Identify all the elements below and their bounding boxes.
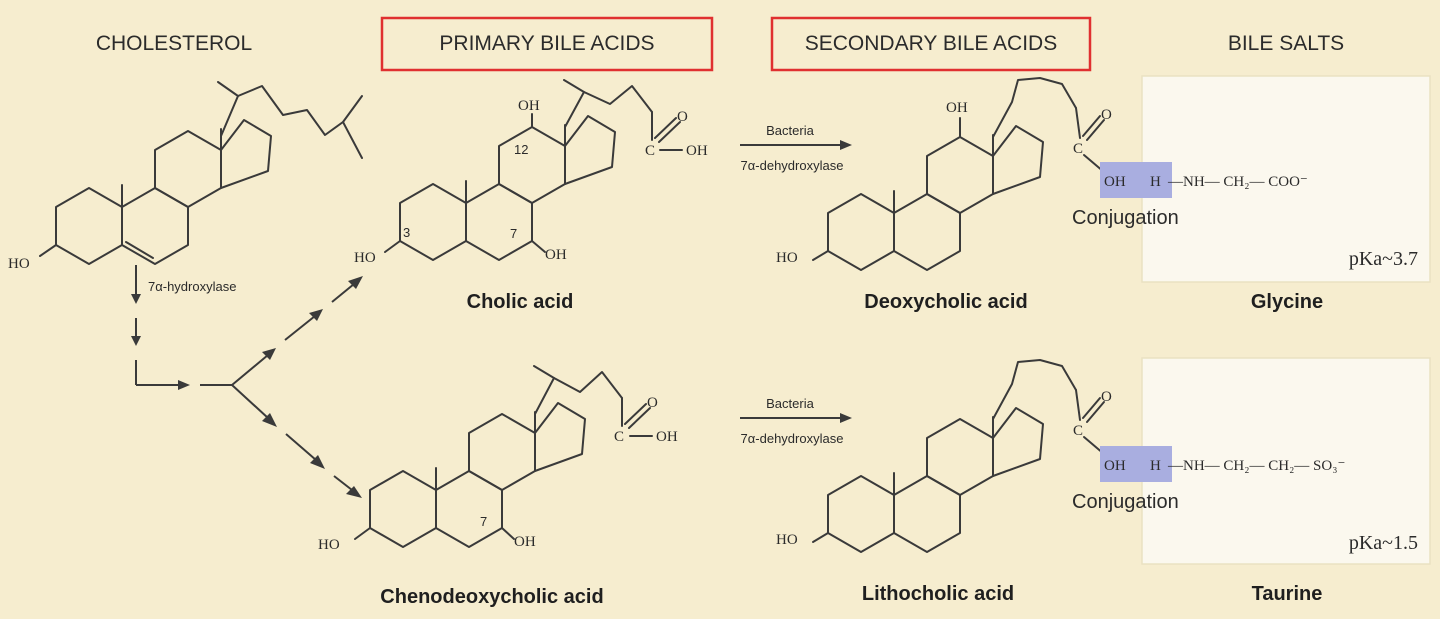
svg-text:Bacteria: Bacteria [766, 396, 814, 411]
deoxy-3-ho: HO [776, 250, 798, 266]
cholic-position-7: 7 [510, 226, 517, 241]
cholic-12-oh: OH [518, 98, 540, 114]
glycine-pka: pKa~3.7 [1349, 248, 1418, 270]
glycine-panel [1141, 75, 1431, 283]
cholesterol-structure: HO [8, 81, 363, 272]
cholic-position-3: 3 [403, 225, 410, 240]
taurine-panel [1141, 357, 1431, 565]
chenodeoxycholic-acid-structure: C O OH OH 7 HO [318, 365, 678, 553]
taurine-name: Taurine [1252, 583, 1323, 605]
svg-text:7α-dehydroxylase: 7α-dehydroxylase [741, 431, 844, 446]
deoxy-12-oh: OH [946, 100, 968, 116]
enzyme-7a-hydroxylase: 7α-hydroxylase [148, 279, 236, 294]
conjugation-label-top: Conjugation [1072, 207, 1179, 229]
taurine-h: H [1150, 458, 1161, 474]
cheno-carboxyl-c: C [614, 429, 624, 445]
header-secondary-bile-acids: SECONDARY BILE ACIDS [805, 32, 1057, 55]
cholesterol-pathway-arrows: 7α-hydroxylase [131, 265, 363, 498]
secondary-header-box [770, 16, 1092, 72]
chenodeoxycholic-acid-name: Chenodeoxycholic acid [380, 586, 603, 608]
cholic-carboxyl-c: C [645, 143, 655, 159]
deoxy-carboxyl-c: C [1073, 141, 1083, 157]
deoxycholic-acid-name: Deoxycholic acid [864, 291, 1027, 313]
bacteria-arrow-bottom: Bacteria 7α-dehydroxylase [740, 396, 852, 446]
cheno-7-oh: OH [514, 534, 536, 550]
litho-3-ho: HO [776, 532, 798, 548]
lithocholic-acid-structure: C O HO [776, 359, 1112, 553]
glycine-h: H [1150, 174, 1161, 190]
cholic-carboxyl-o: O [677, 109, 688, 125]
header-bile-salts: BILE SALTS [1228, 32, 1344, 55]
header-primary-bile-acids: PRIMARY BILE ACIDS [439, 32, 654, 55]
taurine-chain: —NH— CH₂— CH₂— SO₃⁻ [1167, 458, 1345, 474]
cholic-7-oh: OH [545, 247, 567, 263]
cholic-carboxyl-oh: OH [686, 143, 708, 159]
taurine-conjugation: OH H —NH— CH₂— CH₂— SO₃⁻ Conjugation pKa… [1072, 446, 1418, 554]
primary-header-box [380, 16, 714, 72]
glycine-chain: —NH— CH₂— COO⁻ [1167, 174, 1308, 190]
deoxycholic-acid-structure: C O OH HO [776, 77, 1112, 271]
litho-carboxyl-o: O [1101, 389, 1112, 405]
glycine-conjugation: OH H —NH— CH₂— COO⁻ Conjugation pKa~3.7 [1072, 162, 1418, 270]
lithocholic-acid-name: Lithocholic acid [862, 583, 1014, 605]
svg-text:7α-dehydroxylase: 7α-dehydroxylase [741, 158, 844, 173]
glycine-oh: OH [1104, 174, 1126, 190]
cheno-position-7: 7 [480, 514, 487, 529]
taurine-oh: OH [1104, 458, 1126, 474]
bacteria-arrow-top: Bacteria 7α-dehydroxylase [740, 123, 852, 173]
litho-carboxyl-c: C [1073, 423, 1083, 439]
cholic-acid-name: Cholic acid [467, 291, 574, 313]
cheno-carboxyl-o: O [647, 395, 658, 411]
cheno-3-ho: HO [318, 537, 340, 553]
conjugation-highlight-bottom [1100, 446, 1172, 482]
header-cholesterol: CHOLESTEROL [96, 32, 252, 55]
taurine-pka: pKa~1.5 [1349, 532, 1418, 554]
cholesterol-ho-label: HO [8, 256, 30, 272]
glycine-name: Glycine [1251, 291, 1323, 313]
conjugation-label-bottom: Conjugation [1072, 491, 1179, 513]
conjugation-highlight-top [1100, 162, 1172, 198]
cholic-acid-structure: C O OH OH 12 OH 7 HO 3 [354, 79, 708, 266]
cholic-position-12: 12 [514, 142, 528, 157]
deoxy-carboxyl-o: O [1101, 107, 1112, 123]
svg-text:Bacteria: Bacteria [766, 123, 814, 138]
cheno-carboxyl-oh: OH [656, 429, 678, 445]
cholic-3-ho: HO [354, 250, 376, 266]
